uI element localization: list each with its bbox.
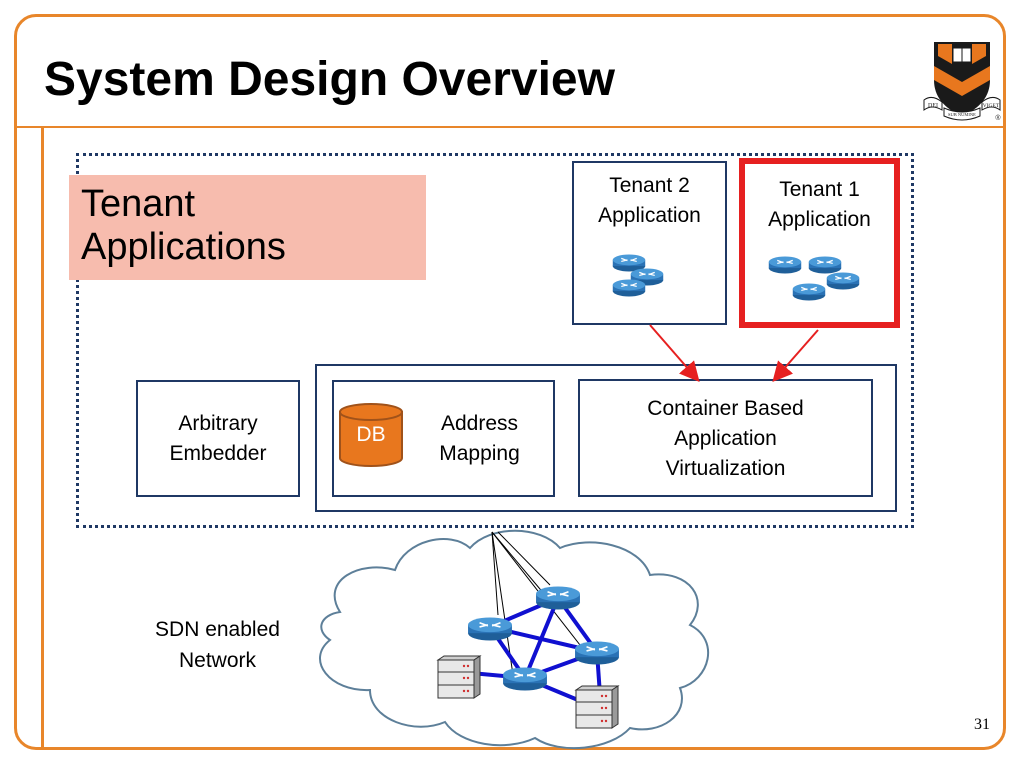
tenant1-router-icon-3 bbox=[826, 271, 860, 291]
tenant1-router-icon-4 bbox=[792, 282, 826, 302]
network-cloud-shape bbox=[319, 529, 709, 750]
tenant1-router-icon-2 bbox=[808, 255, 842, 275]
page-number: 31 bbox=[974, 716, 990, 733]
tenant-label-line1: Tenant bbox=[81, 183, 196, 225]
tenant1-line2: Application bbox=[768, 208, 871, 231]
tenant2-application-box: Tenant 2 Application bbox=[572, 161, 727, 325]
tenant2-to-container-arrow bbox=[649, 324, 700, 383]
tenant1-application-box: Tenant 1 Application bbox=[739, 158, 900, 328]
server-icon-2 bbox=[575, 685, 619, 729]
address-mapping-line2: Mapping bbox=[439, 442, 520, 465]
database-cylinder-icon bbox=[339, 403, 403, 467]
slide-frame bbox=[14, 14, 1006, 750]
logo-right-ribbon-text: VIGET bbox=[983, 103, 1000, 109]
tenant1-line1: Tenant 1 bbox=[779, 178, 860, 201]
tenant2-router-icon-1 bbox=[612, 253, 646, 273]
registered-mark: ® bbox=[995, 114, 1001, 122]
university-shield-logo: DEI SUB NUMINE VIGET ® bbox=[923, 42, 1001, 122]
embedder-line1: Arbitrary bbox=[178, 412, 258, 435]
tenant-applications-region bbox=[76, 153, 914, 528]
network-router-icon-2 bbox=[535, 585, 581, 611]
logo-center-ribbon-text: SUB NUMINE bbox=[948, 112, 976, 117]
embedder-line2: Embedder bbox=[169, 442, 267, 465]
control-connection-lines bbox=[491, 531, 581, 676]
sdn-network-label: SDN enabled Network bbox=[130, 614, 305, 676]
logo-left-ribbon-text: DEI bbox=[928, 103, 938, 109]
title-divider bbox=[14, 126, 1006, 128]
tenant1-to-container-arrow bbox=[772, 329, 819, 383]
server-icon-1 bbox=[437, 655, 481, 699]
network-router-icon-1 bbox=[467, 616, 513, 642]
slide-title: System Design Overview bbox=[44, 53, 615, 106]
network-router-icon-3 bbox=[574, 640, 620, 666]
arbitrary-embedder-box: Arbitrary Embedder bbox=[136, 380, 300, 497]
container-line1: Container Based bbox=[647, 397, 804, 420]
container-line2: Application bbox=[674, 427, 777, 450]
tenant-applications-label: Tenant Applications bbox=[69, 175, 426, 280]
db-label: DB bbox=[356, 423, 386, 446]
tenant2-line1: Tenant 2 bbox=[609, 174, 690, 197]
tenant1-router-icon-1 bbox=[768, 255, 802, 275]
container-virtualization-box: Container Based Application Virtualizati… bbox=[578, 379, 873, 497]
tenant2-line2: Application bbox=[598, 204, 701, 227]
network-router-icon-4 bbox=[502, 666, 548, 692]
tenant2-router-icon-3 bbox=[612, 278, 646, 298]
address-mapping-line1: Address bbox=[440, 412, 519, 435]
virtualization-layer-group bbox=[315, 364, 897, 512]
tenant-label-line2: Applications bbox=[81, 226, 286, 268]
left-divider bbox=[41, 127, 44, 749]
sdn-label-line2: Network bbox=[178, 649, 257, 672]
container-line3: Virtualization bbox=[665, 457, 786, 480]
sdn-label-line1: SDN enabled bbox=[155, 618, 280, 641]
